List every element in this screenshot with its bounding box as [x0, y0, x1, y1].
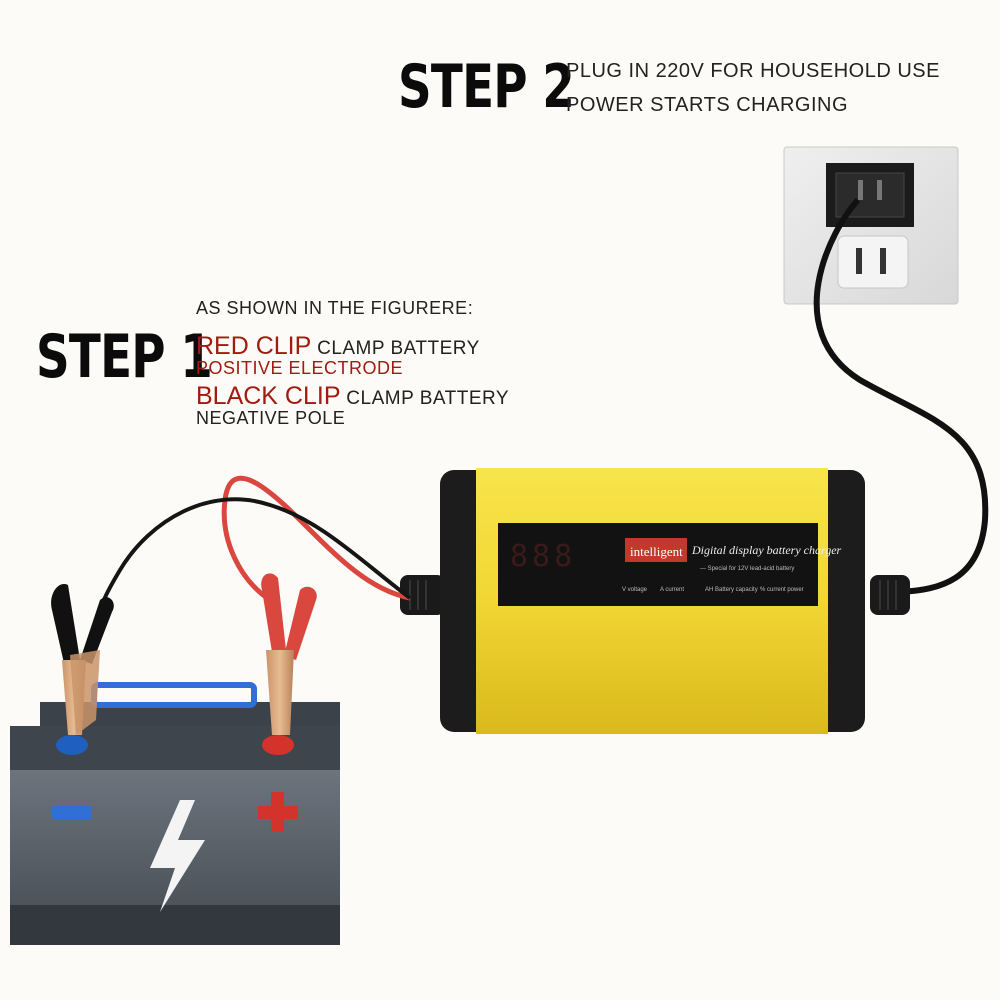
step1-intro: AS SHOWN IN THE FIGURERE: — [196, 298, 474, 318]
negative-symbol — [52, 806, 92, 819]
wall-outlet — [783, 146, 959, 305]
red-clip-rest: CLAMP BATTERY — [311, 338, 480, 359]
indicator-capacity: AH Battery capacity — [705, 587, 758, 593]
step1-title: STEP 1 — [36, 322, 213, 392]
battery-handle — [91, 682, 257, 708]
step2-instruction-line1: PLUG IN 220V FOR HOUSEHOLD USE — [566, 60, 940, 82]
negative-terminal — [56, 735, 88, 755]
lcd-digits: 888 — [510, 539, 576, 574]
lightning-bolt-icon — [150, 800, 205, 912]
charger-display-panel — [498, 523, 818, 606]
charger-subtitle: — Special for 12V lead-acid battery — [700, 566, 794, 572]
red-clip-instruction: RED CLIP CLAMP BATTERY — [196, 332, 480, 361]
intelligent-badge-text: intelligent — [630, 544, 683, 559]
indicator-current: A current — [660, 587, 684, 593]
positive-terminal — [262, 735, 294, 755]
black-wire — [97, 497, 412, 621]
black-clip-label: BLACK CLIP — [196, 382, 341, 410]
step2-title: STEP 2 — [398, 52, 575, 122]
black-clip-line2: NEGATIVE POLE — [196, 408, 346, 428]
positive-symbol-v — [271, 792, 284, 832]
red-clip-label: RED CLIP — [196, 332, 312, 360]
battery — [10, 682, 340, 945]
power-cord — [813, 197, 989, 595]
charger-body: 888 intelligent Digital display battery … — [440, 468, 865, 734]
red-wire — [221, 475, 411, 603]
step2-instruction-line2: POWER STARTS CHARGING — [566, 94, 849, 116]
black-clip-rest: CLAMP BATTERY — [340, 388, 510, 409]
charger-title: Digital display battery charger — [691, 543, 842, 557]
red-clip — [261, 573, 317, 735]
indicator-power: % current power — [760, 587, 804, 593]
intelligent-badge — [625, 538, 687, 562]
black-clip — [51, 584, 114, 735]
cable-strain-reliefs — [400, 575, 910, 615]
indicator-voltage: V voltage — [622, 587, 648, 593]
red-clip-line2: POSITIVE ELECTRODE — [196, 358, 404, 378]
black-clip-instruction: BLACK CLIP CLAMP BATTERY — [196, 382, 509, 411]
